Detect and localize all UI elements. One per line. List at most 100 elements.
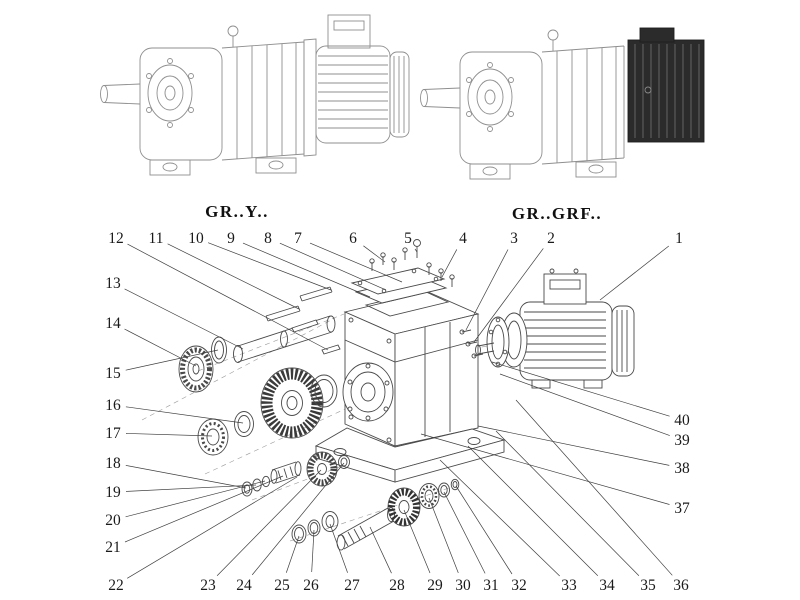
part-number-30: 30 — [455, 577, 471, 594]
leader-line-7 — [309, 242, 403, 283]
part-number-28: 28 — [389, 577, 405, 594]
leader-line-32 — [455, 485, 513, 575]
leader-line-25 — [285, 535, 300, 573]
leader-line-37 — [420, 433, 670, 505]
part-number-5: 5 — [404, 230, 412, 247]
part-number-21: 21 — [105, 539, 121, 556]
leader-line-24 — [251, 462, 345, 576]
variant-label-gr-grf: GR..GRF.. — [511, 204, 603, 223]
leader-line-27 — [329, 523, 348, 573]
part-number-7: 7 — [294, 230, 302, 247]
leader-line-19 — [125, 484, 257, 492]
output-bearing — [178, 345, 214, 393]
leader-line-9 — [242, 242, 371, 298]
part-number-35: 35 — [640, 577, 656, 594]
oil-seal — [211, 336, 227, 364]
part-number-13: 13 — [105, 275, 121, 292]
intermediate-shaft-parts — [241, 451, 350, 497]
leader-line-34 — [467, 445, 599, 577]
part-number-36: 36 — [673, 577, 689, 594]
part-number-22: 22 — [108, 577, 124, 594]
part-number-16: 16 — [105, 397, 121, 414]
part-number-25: 25 — [274, 577, 290, 594]
motor — [459, 268, 635, 389]
part-number-15: 15 — [105, 365, 121, 382]
part-number-6: 6 — [349, 230, 357, 247]
gear-housing — [314, 290, 506, 483]
inspection-cover — [350, 267, 448, 304]
part-number-29: 29 — [427, 577, 443, 594]
leader-line-15 — [125, 349, 219, 371]
leader-line-2 — [473, 248, 544, 343]
leader-line-26 — [311, 529, 315, 573]
leader-line-6 — [363, 245, 386, 263]
part-number-19: 19 — [105, 484, 121, 501]
leader-line-3 — [465, 249, 509, 331]
variant-label-gr-y: GR..Y.. — [205, 202, 269, 221]
leader-line-14 — [124, 328, 197, 367]
leader-line-21 — [124, 475, 284, 543]
leader-line-39 — [499, 373, 670, 436]
leader-line-12 — [127, 243, 329, 351]
part-number-24: 24 — [236, 577, 252, 594]
part-number-31: 31 — [483, 577, 499, 594]
leader-line-40 — [491, 361, 670, 417]
leader-line-20 — [125, 480, 266, 518]
part-number-32: 32 — [511, 577, 527, 594]
part-number-18: 18 — [105, 455, 121, 472]
leader-line-36 — [515, 399, 673, 576]
leader-line-22 — [127, 476, 298, 579]
assembled-view-gr-grf — [420, 27, 705, 180]
leader-line-11 — [167, 243, 300, 310]
leader-line-13 — [124, 288, 244, 350]
exploded-view — [141, 239, 635, 551]
part-number-40: 40 — [674, 412, 690, 429]
brake-block-dark — [627, 27, 705, 143]
part-number-20: 20 — [105, 512, 121, 529]
leader-line-28 — [369, 526, 392, 574]
leader-line-5 — [414, 248, 418, 253]
output-shaft — [233, 315, 341, 363]
part-number-4: 4 — [459, 230, 467, 247]
leader-line-30 — [428, 497, 459, 574]
construction-lines — [141, 313, 521, 542]
assembled-view-gr-y — [100, 14, 410, 176]
spacer-bush — [234, 411, 254, 437]
part-number-11: 11 — [149, 230, 164, 247]
part-number-3: 3 — [510, 230, 518, 247]
leader-line-33 — [439, 459, 560, 577]
part-number-39: 39 — [674, 432, 690, 449]
input-shaft-parts — [291, 478, 460, 551]
output-gear — [260, 367, 324, 439]
part-number-12: 12 — [108, 230, 124, 247]
part-number-23: 23 — [200, 577, 216, 594]
part-number-2: 2 — [547, 230, 555, 247]
tie-rods — [265, 286, 333, 322]
part-number-37: 37 — [674, 500, 690, 517]
leader-line-1 — [599, 245, 670, 301]
leader-line-8 — [279, 242, 387, 291]
front-bearing — [197, 418, 229, 456]
part-number-33: 33 — [561, 577, 577, 594]
part-number-27: 27 — [344, 577, 360, 594]
leader-line-38 — [477, 425, 670, 466]
leader-line-31 — [443, 491, 486, 574]
part-number-14: 14 — [105, 315, 121, 332]
leader-line-16 — [125, 406, 244, 424]
part-number-10: 10 — [188, 230, 204, 247]
leader-line-17 — [125, 433, 213, 437]
leader-line-4 — [441, 249, 458, 278]
leader-line-10 — [207, 242, 332, 291]
part-number-8: 8 — [264, 230, 272, 247]
leader-line-23 — [216, 469, 322, 576]
part-number-26: 26 — [303, 577, 319, 594]
part-number-9: 9 — [227, 230, 235, 247]
gear-spacer-ring — [310, 374, 338, 408]
leader-line-18 — [125, 465, 247, 489]
leader-line-35 — [495, 430, 640, 576]
part-number-38: 38 — [674, 460, 690, 477]
part-number-1: 1 — [675, 230, 683, 247]
part-number-17: 17 — [105, 425, 121, 442]
